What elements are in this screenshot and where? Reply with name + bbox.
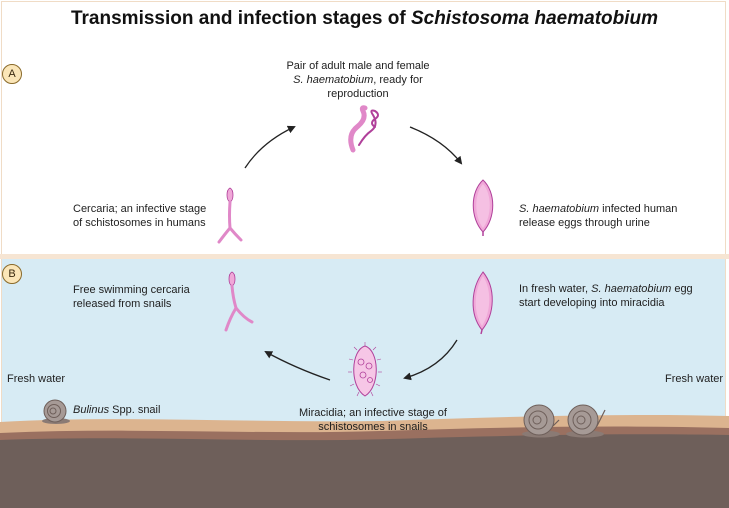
- panel-a-badge: A: [2, 64, 22, 84]
- panel-b-badge: B: [2, 264, 22, 284]
- label-fresh-water-left: Fresh water: [7, 373, 66, 385]
- diagram-title: Transmission and infection stages of Sch…: [0, 8, 729, 30]
- title-species: Schistosoma haematobium: [410, 8, 659, 29]
- egg-icon: [472, 179, 494, 236]
- adult-pair-text-2: , ready for reproduction: [327, 74, 423, 100]
- snail-rest: Spp. snail: [109, 404, 161, 416]
- label-cercaria-human: Cercaria; an infective stage of schistos…: [73, 203, 207, 229]
- egg-water-species: S. haematobium: [591, 283, 672, 295]
- cycle-arrow-icon: [409, 126, 463, 165]
- adult-worm-pair-icon: [348, 105, 379, 153]
- cycle-arrow-icon: [264, 351, 331, 381]
- egg-water-text-1: In fresh water,: [519, 283, 592, 295]
- label-egg-water: In fresh water, S. haematobium egg start…: [519, 282, 704, 310]
- egg-icon: [472, 271, 493, 335]
- cercaria-icon: [224, 271, 254, 332]
- sediment-layers: [0, 414, 729, 508]
- cycle-arrow-icon: [403, 339, 458, 381]
- snail-icon: [522, 404, 560, 438]
- cercaria-icon: [217, 187, 243, 244]
- panel-divider: [0, 254, 729, 259]
- egg-release-species: S. haematobium: [519, 203, 600, 215]
- snail-icon: [566, 404, 606, 438]
- miracidium-icon: [348, 342, 382, 397]
- egg-release-text: infected human release eggs through urin…: [519, 203, 678, 229]
- label-free-cercaria: Free swimming cercaria released from sna…: [73, 284, 190, 310]
- snail-genus: Bulinus: [73, 404, 110, 416]
- adult-pair-species: S. haematobium: [293, 74, 374, 86]
- label-miracidia: Miracidia; an infective stage of schisto…: [299, 407, 447, 433]
- snail-icon: [42, 399, 70, 424]
- egg-water-text-2: egg start developing into miracidia: [519, 283, 693, 309]
- cycle-arrow-icon: [244, 125, 296, 169]
- label-egg-release: S. haematobium infected human release eg…: [519, 202, 694, 230]
- panel-a-human-stage: [1, 1, 726, 255]
- label-adult-pair: Pair of adult male and female S. haemato…: [283, 59, 433, 101]
- label-snail: Bulinus Spp. snail: [73, 403, 160, 417]
- adult-pair-text-1: Pair of adult male and female: [286, 60, 430, 72]
- title-prefix: Transmission and infection stages of: [70, 8, 411, 29]
- label-fresh-water-right: Fresh water: [665, 373, 724, 385]
